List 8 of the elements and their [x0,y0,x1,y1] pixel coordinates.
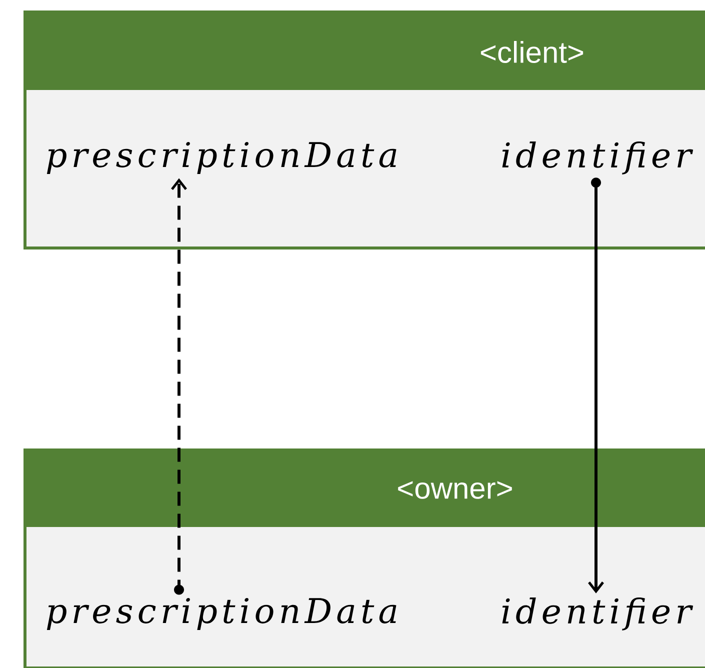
arrow [588,178,604,594]
node-label: <owner> [398,481,512,499]
arrow [171,178,187,595]
field-name: identifier [502,598,694,630]
node-label: <client> [480,40,584,64]
field-name: prescriptionData [46,142,396,174]
field-name: identifier [502,142,694,174]
field-name: prescriptionData [46,598,396,630]
